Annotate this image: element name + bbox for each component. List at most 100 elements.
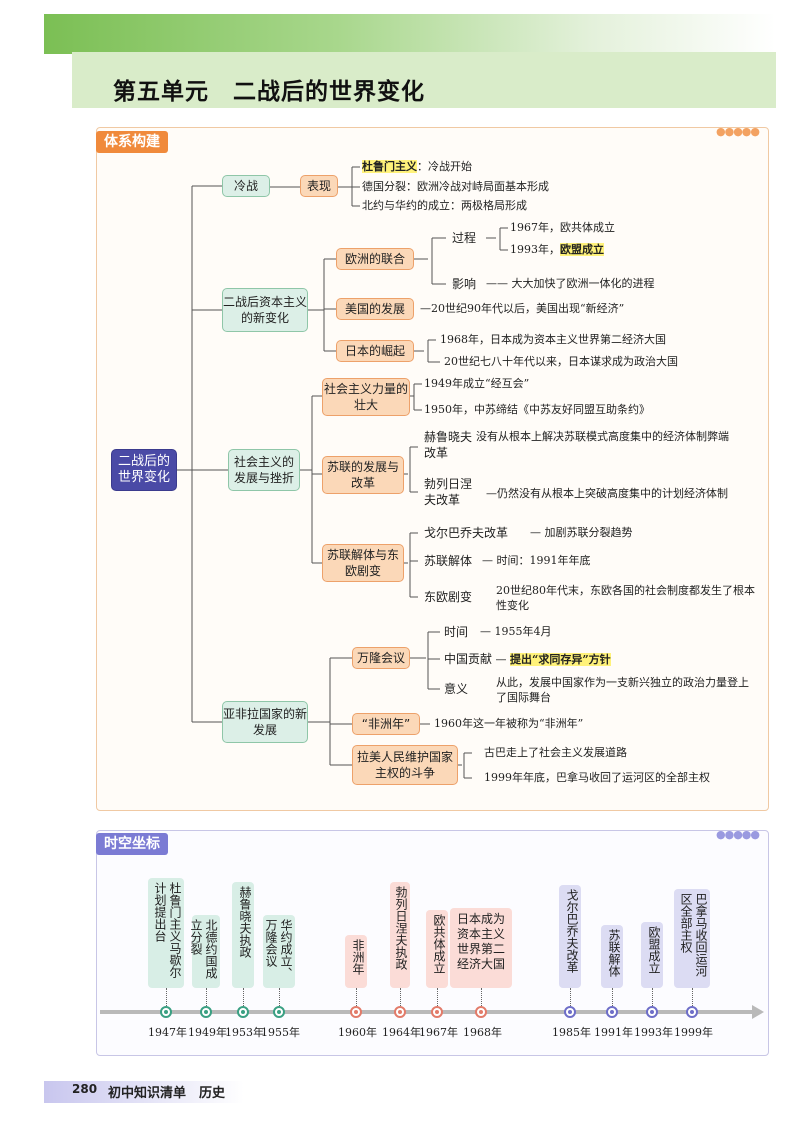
timeline-stem xyxy=(206,988,207,1006)
timeline-dot xyxy=(431,1006,443,1018)
timeline-stem xyxy=(612,988,613,1006)
branch-coldwar: 冷战 xyxy=(222,175,270,197)
node-coldwar-manifest: 表现 xyxy=(300,175,338,197)
timeline-stem xyxy=(570,988,571,1006)
label-impact: 影响 xyxy=(452,277,477,291)
timeline-dot xyxy=(273,1006,285,1018)
usa-text: —20世纪90年代以后，美国出现“新经济” xyxy=(420,302,625,315)
branch-socialism: 社会主义的发展与挫折 xyxy=(228,449,300,491)
timeline-event-card: 欧盟成立 xyxy=(641,922,663,988)
node-europe-union: 欧洲的联合 xyxy=(336,248,414,270)
timeline-stem xyxy=(279,988,280,1006)
timeline-event-card: 非洲年 xyxy=(345,935,367,988)
timeline-stem xyxy=(692,988,693,1006)
coldwar-item-2: 德国分裂：欧洲冷战对峙局面基本形成 xyxy=(362,180,549,193)
bandung-time: — 1955年4月 xyxy=(480,625,552,638)
africa-year-text: 1960年这一年被称为“非洲年” xyxy=(434,717,584,730)
timeline-dot xyxy=(200,1006,212,1018)
node-latam-struggle: 拉美人民维护国家主权的斗争 xyxy=(352,745,458,785)
timeline-event-card: 杜鲁门主义马歇尔计划提出台 xyxy=(148,878,184,988)
coldwar-item-1-text: ：冷战开始 xyxy=(417,160,472,173)
timeline-year: 1949年 xyxy=(188,1026,227,1039)
node-japan-rise: 日本的崛起 xyxy=(336,340,414,362)
europe-process-2-year: 1993年， xyxy=(510,243,560,256)
latam-text-2: 1999年年底，巴拿马收回了运河区的全部主权 xyxy=(484,771,710,784)
header-band xyxy=(44,14,776,54)
timeline-year: 1967年 xyxy=(419,1026,458,1039)
timeline-dot xyxy=(564,1006,576,1018)
timeline-dot xyxy=(686,1006,698,1018)
timeline-dot xyxy=(394,1006,406,1018)
label-process: 过程 xyxy=(452,231,477,245)
timeline-event-card: 欧共体成立 xyxy=(426,910,448,988)
node-africa-year: “非洲年” xyxy=(352,713,420,735)
label-gorbachev-reform: 戈尔巴乔夫改革 xyxy=(424,526,509,540)
timeline-stem xyxy=(400,988,401,1006)
timeline-year: 1955年 xyxy=(261,1026,300,1039)
europe-impact-text: —— 大大加快了欧洲一体化的进程 xyxy=(486,277,655,290)
dots-decoration: ●●●●● xyxy=(716,125,760,138)
timeline-dot xyxy=(237,1006,249,1018)
node-usa-development: 美国的发展 xyxy=(336,298,414,320)
timeline-dot xyxy=(350,1006,362,1018)
timeline-year: 1960年 xyxy=(338,1026,377,1039)
branch-developing: 亚非拉国家的新发展 xyxy=(222,701,308,743)
timeline-year: 1999年 xyxy=(674,1026,713,1039)
europe-process-2: 1993年，欧盟成立 xyxy=(510,243,604,257)
timeline-stem xyxy=(166,988,167,1006)
timeline-year: 1985年 xyxy=(552,1026,591,1039)
timeline-stem xyxy=(481,988,482,1006)
growth-text-1: 1949年成立“经互会” xyxy=(424,377,530,390)
latam-text-1: 古巴走上了社会主义发展道路 xyxy=(484,746,627,759)
timeline-event-card: 勃列日涅夫执政 xyxy=(390,882,410,988)
bandung-significance: 从此，发展中国家作为一支新兴独立的政治力量登上了国际舞台 xyxy=(496,676,749,704)
dots-decoration-2: ●●●●● xyxy=(716,828,760,841)
contribution-label: 中国贡献 xyxy=(444,652,493,666)
coldwar-item-1: 杜鲁门主义：冷战开始 xyxy=(362,160,472,174)
contribution-dash: — xyxy=(492,653,511,666)
timeline-event-card: 巴拿马收回运河区全部主权 xyxy=(674,889,710,988)
highlight-eu: 欧盟成立 xyxy=(560,243,604,256)
gorbachev-text: — 加剧苏联分裂趋势 xyxy=(530,526,633,539)
timeline-event-card: 赫鲁晓夫执政 xyxy=(232,882,254,988)
node-soviet-collapse: 苏联解体与东欧剧变 xyxy=(322,544,404,582)
branch-capitalism: 二战后资本主义的新变化 xyxy=(222,288,308,332)
footer-band xyxy=(44,1081,244,1103)
label-significance: 意义 xyxy=(444,682,469,696)
label-china-contribution: 中国贡献 — 提出“求同存异”方针 xyxy=(444,652,611,667)
dissolution-text: — 时间：1991年年底 xyxy=(482,554,591,567)
coldwar-item-3: 北约与华约的成立：两极格局形成 xyxy=(362,199,527,212)
timeline-year: 1993年 xyxy=(634,1026,673,1039)
timeline-stem xyxy=(356,988,357,1006)
section-tab-timeline: 时空坐标 xyxy=(96,833,168,855)
timeline-event-card: 苏联解体 xyxy=(601,925,623,988)
root-node: 二战后的世界变化 xyxy=(111,449,177,491)
khrushchev-text: 没有从根本上解决苏联模式高度集中的经济体制弊端 xyxy=(476,430,729,443)
growth-text-2: 1950年，中苏缔结《中苏友好同盟互助条约》 xyxy=(424,403,650,416)
timeline-year: 1968年 xyxy=(463,1026,502,1039)
label-brezhnev-reform: 勃列日涅夫改革 xyxy=(424,477,473,507)
eastern-europe-text: 20世纪80年代末，东欧各国的社会制度都发生了根本性变化 xyxy=(496,584,755,612)
timeline-stem xyxy=(652,988,653,1006)
highlight-seek-common: 提出“求同存异”方针 xyxy=(510,653,611,666)
timeline-event-card: 戈尔巴乔夫改革 xyxy=(559,885,581,988)
japan-text-2: 20世纪七八十年代以来，日本谋求成为政治大国 xyxy=(444,355,678,368)
section-tab-system: 体系构建 xyxy=(96,131,168,153)
timeline-dot xyxy=(160,1006,172,1018)
timeline-dot xyxy=(606,1006,618,1018)
page-number: 280 xyxy=(72,1082,98,1096)
label-eastern-europe: 东欧剧变 xyxy=(424,590,473,604)
timeline-year: 1947年 xyxy=(148,1026,187,1039)
timeline-stem xyxy=(437,988,438,1006)
timeline-dot xyxy=(646,1006,658,1018)
footer-title: 初中知识清单 历史 xyxy=(108,1086,226,1101)
label-khrushchev-reform: 赫鲁晓夫改革 xyxy=(424,430,473,460)
highlight-truman: 杜鲁门主义 xyxy=(362,160,417,173)
timeline-event-card: 北德约国成立分裂 xyxy=(189,915,220,988)
node-socialist-growth: 社会主义力量的壮大 xyxy=(322,378,410,416)
timeline-year: 1953年 xyxy=(225,1026,264,1039)
node-soviet-reform: 苏联的发展与改革 xyxy=(322,456,404,494)
europe-process-1: 1967年，欧共体成立 xyxy=(510,221,615,234)
header-panel xyxy=(72,52,776,108)
mindmap-connectors xyxy=(176,166,508,779)
